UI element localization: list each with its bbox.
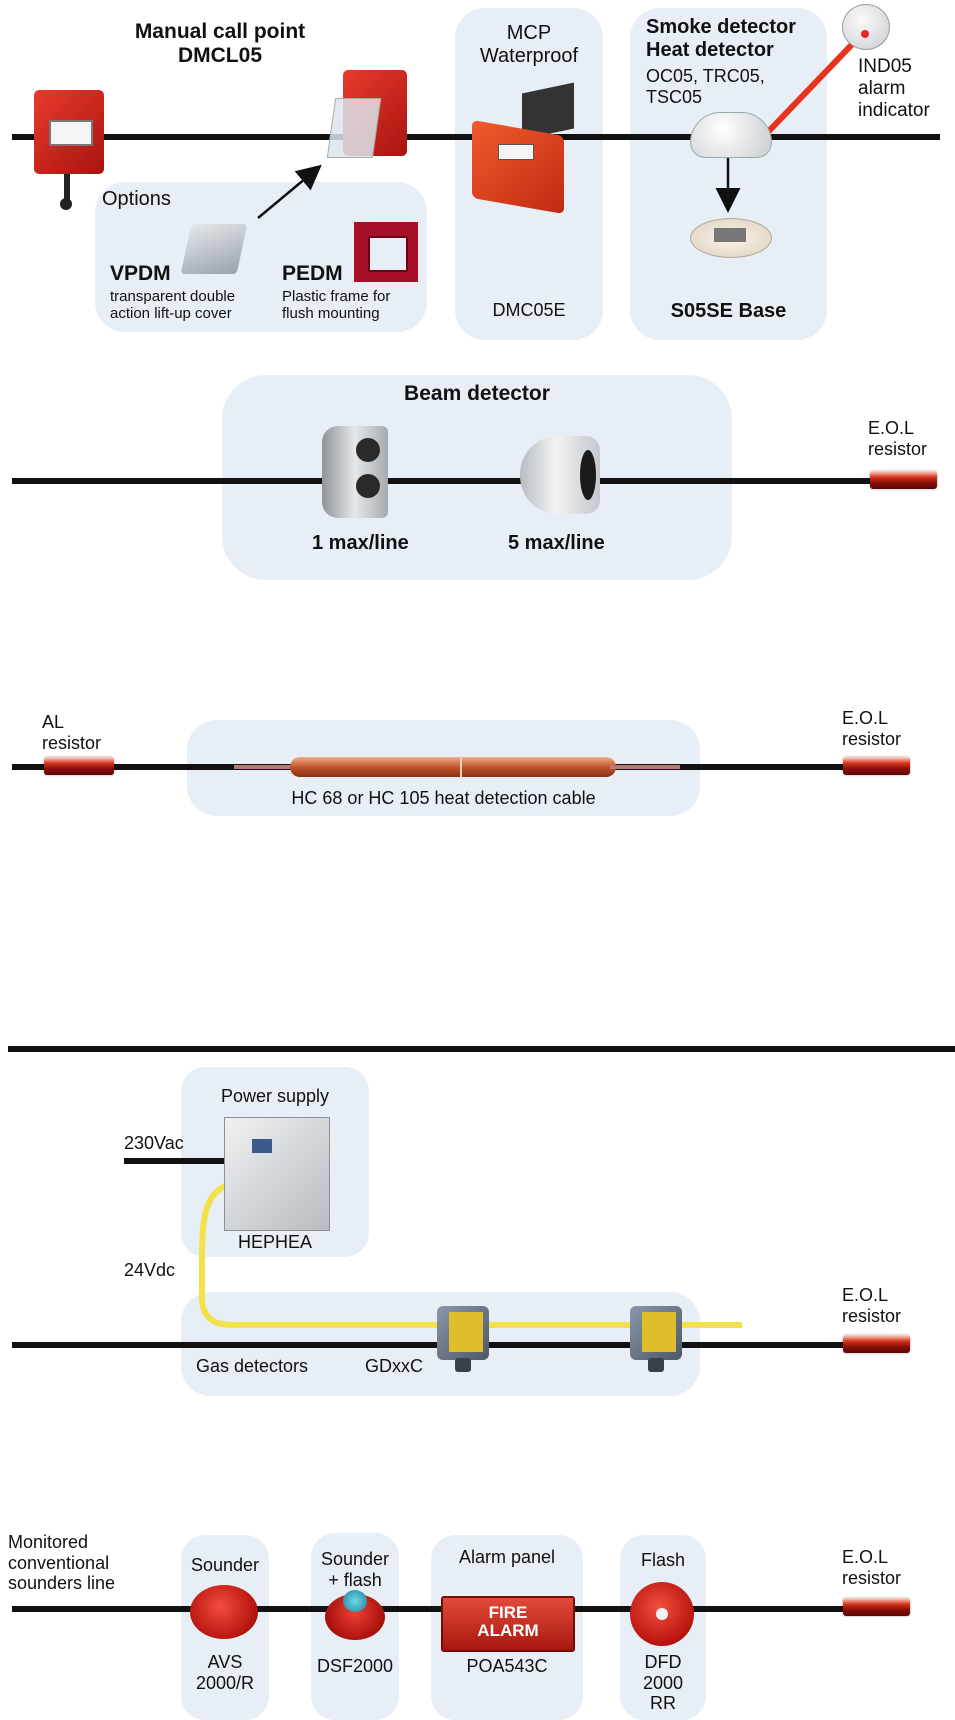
sounder-flash-model: DSF2000 bbox=[316, 1656, 394, 1676]
power-supply-title: Power supply bbox=[220, 1086, 330, 1106]
section-divider bbox=[8, 1046, 955, 1052]
mains-input-label: 230Vac bbox=[124, 1133, 184, 1153]
base-arrow bbox=[715, 158, 741, 213]
beam-line bbox=[12, 478, 880, 484]
sounder-flash-title: Sounder+ flash bbox=[320, 1549, 390, 1590]
sounder-title: Sounder bbox=[190, 1555, 260, 1575]
gas-detector-2 bbox=[626, 1306, 686, 1374]
beam-left-caption: 1 max/line bbox=[312, 532, 409, 554]
smoke-detector-models: OC05, TRC05,TSC05 bbox=[646, 66, 765, 107]
waterproof-mcp-device bbox=[470, 82, 588, 218]
sounders-eol-resistor bbox=[843, 1598, 910, 1616]
mains-input-line bbox=[124, 1158, 224, 1164]
sounder-flash-device bbox=[325, 1590, 385, 1640]
beam-transmitter-device bbox=[322, 426, 388, 518]
gas-detector-model: GDxxC bbox=[365, 1356, 423, 1376]
detector-base bbox=[690, 212, 772, 258]
beam-eol-resistor bbox=[870, 471, 937, 489]
heat-detection-cable bbox=[234, 757, 680, 779]
pedm-frame-image bbox=[354, 222, 418, 282]
alarm-panel-title: Alarm panel bbox=[458, 1547, 556, 1567]
manual-call-point-with-cover bbox=[326, 70, 407, 158]
gas-detector-1 bbox=[433, 1306, 493, 1374]
alarm-indicator-device bbox=[842, 4, 890, 50]
beam-reflector-device bbox=[520, 436, 600, 514]
cover-arrow bbox=[257, 164, 322, 219]
gas-eol-resistor bbox=[843, 1335, 910, 1353]
sounder-device bbox=[190, 1585, 258, 1639]
pedm-code: PEDM bbox=[282, 262, 343, 285]
gas-detectors-label: Gas detectors bbox=[196, 1356, 309, 1376]
alarm-panel-model: POA543C bbox=[466, 1656, 548, 1676]
supply-wire bbox=[199, 1180, 742, 1328]
smoke-detector-head bbox=[690, 112, 772, 158]
power-supply-model: HEPHEA bbox=[237, 1232, 313, 1252]
flash-device bbox=[630, 1582, 694, 1646]
beam-detector-panel bbox=[222, 375, 732, 580]
al-resistor bbox=[44, 757, 114, 775]
flash-title: Flash bbox=[640, 1550, 685, 1570]
cable-eol-resistor bbox=[843, 757, 910, 775]
detector-base-label: S05SE Base bbox=[670, 300, 787, 322]
options-title: Options bbox=[102, 188, 171, 210]
beam-detector-title: Beam detector bbox=[404, 382, 550, 405]
vpdm-cover-image bbox=[180, 218, 250, 278]
power-supply-device bbox=[224, 1117, 330, 1231]
indicator-wire bbox=[765, 31, 865, 135]
manual-call-point-device bbox=[34, 90, 104, 210]
mcp-waterproof-model: DMC05E bbox=[492, 300, 566, 320]
beam-right-caption: 5 max/line bbox=[508, 532, 605, 554]
heat-cable-caption: HC 68 or HC 105 heat detection cable bbox=[291, 788, 596, 808]
supply-output-label: 24Vdc bbox=[124, 1260, 176, 1280]
vpdm-code: VPDM bbox=[110, 262, 171, 285]
